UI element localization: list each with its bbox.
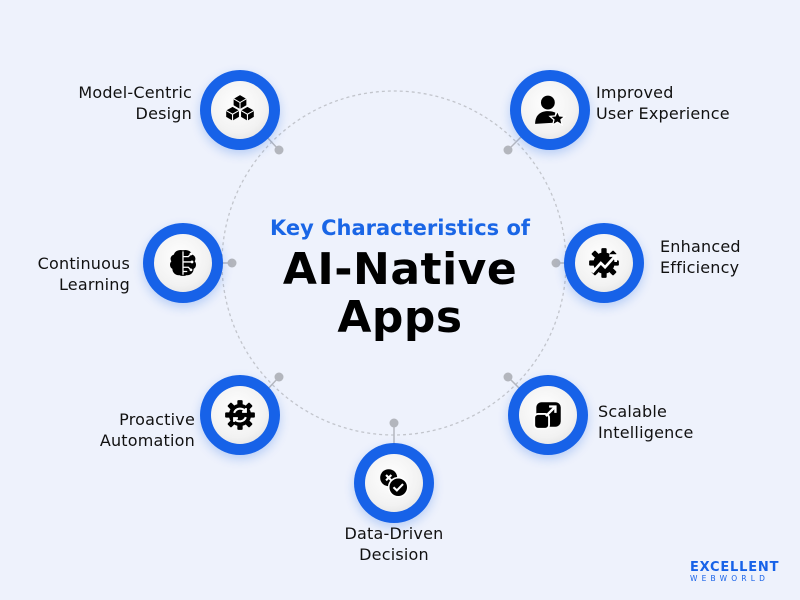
cubes-icon bbox=[225, 95, 255, 121]
label-data-driven: Data-Driven Decision bbox=[344, 524, 444, 564]
connector-dot bbox=[227, 258, 237, 268]
diagram-title: AI-Native Apps bbox=[230, 246, 570, 342]
node-model-centric bbox=[200, 70, 280, 150]
gear-sync-icon bbox=[225, 400, 255, 430]
user-star-icon bbox=[535, 95, 567, 127]
scale-arrow-icon bbox=[533, 402, 561, 430]
brand-logo: EXCELLENT WEBWORLD bbox=[690, 560, 780, 583]
logo-text-bottom: WEBWORLD bbox=[690, 574, 770, 583]
label-proactive-automation: Proactive Automation bbox=[99, 410, 195, 450]
connector-dot bbox=[551, 258, 561, 268]
node-continuous-learning bbox=[143, 223, 223, 303]
node-scalable-intelligence bbox=[508, 375, 588, 455]
node-proactive-automation bbox=[200, 375, 280, 455]
title-line-1: AI-Native bbox=[282, 244, 518, 295]
title-line-2: Apps bbox=[337, 292, 463, 343]
connector-dot bbox=[274, 145, 284, 155]
label-enhanced-efficiency: Enhanced Efficiency bbox=[660, 237, 741, 277]
diagram-subtitle: Key Characteristics of bbox=[269, 216, 531, 240]
decision-check-icon bbox=[380, 469, 409, 498]
connector-dot bbox=[503, 145, 513, 155]
connector-dot bbox=[274, 372, 284, 382]
connector-dot bbox=[389, 418, 399, 428]
label-scalable-intelligence: Scalable Intelligence bbox=[598, 402, 694, 442]
node-improved-ux bbox=[510, 70, 590, 150]
label-model-centric: Model-Centric Design bbox=[78, 83, 192, 123]
brain-circuit-icon bbox=[170, 249, 196, 276]
connector-dot bbox=[503, 372, 513, 382]
label-continuous-learning: Continuous Learning bbox=[37, 254, 130, 294]
gear-trend-icon bbox=[589, 248, 619, 278]
node-data-driven bbox=[354, 443, 434, 523]
label-improved-ux: Improved User Experience bbox=[596, 83, 730, 123]
node-enhanced-efficiency bbox=[564, 223, 644, 303]
logo-text-top: EXCELLENT bbox=[690, 560, 780, 575]
